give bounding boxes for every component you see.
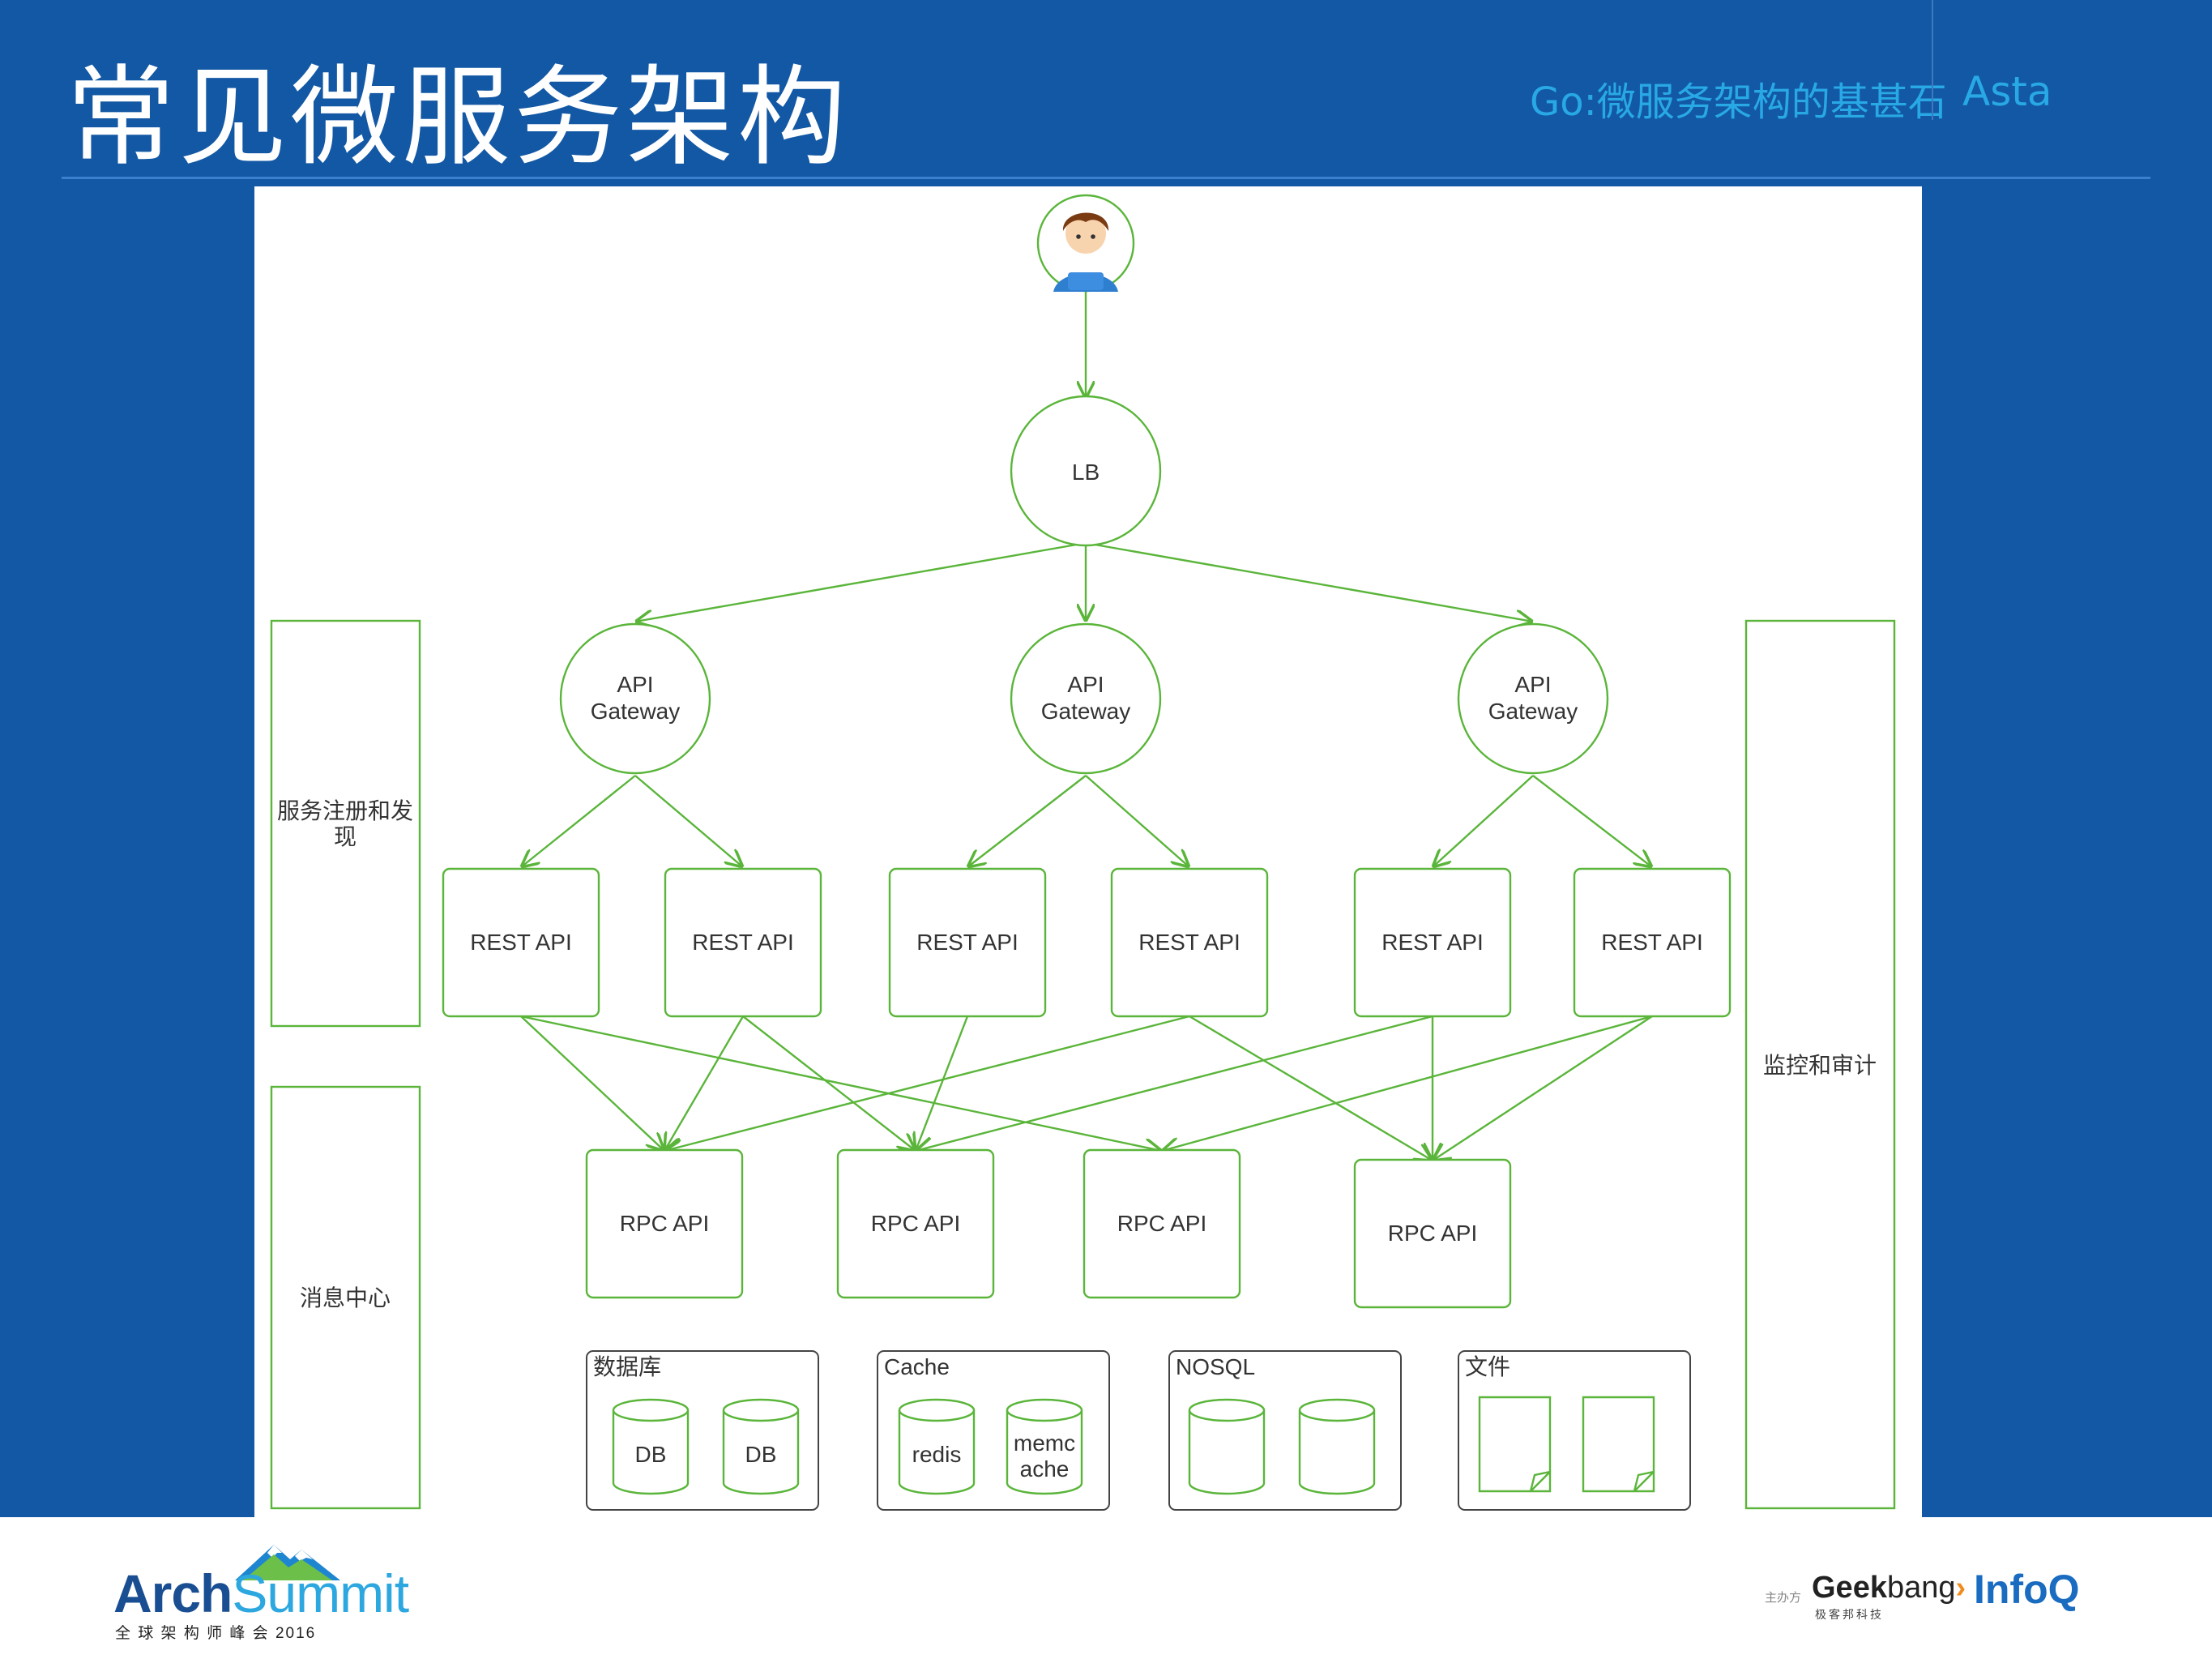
- geekbang-logo: Geekbang› 极客邦科技: [1812, 1571, 1974, 1621]
- rpc-api-label: RPC API: [1388, 1221, 1477, 1246]
- db-label: DB: [635, 1442, 667, 1467]
- organizer-label: 主办方: [1765, 1591, 1802, 1605]
- cache-group: Cache redis memc ache: [877, 1350, 1110, 1511]
- slide-title: 常见微服务架构: [66, 54, 850, 181]
- monitoring-box: 监控和审计: [1744, 619, 1896, 1510]
- geekbang-subtitle: 极客邦科技: [1815, 1608, 1884, 1621]
- geekbang-logo-part2: bang: [1886, 1571, 1956, 1605]
- rpc-api-label: RPC API: [620, 1211, 709, 1236]
- memcache-cylinder-icon: memc ache: [1006, 1398, 1083, 1495]
- database-group: 数据库 DB DB: [586, 1350, 819, 1511]
- talk-topic: Go:微服务架构的基甚石: [1530, 79, 1947, 125]
- memcache-label-line2: ache: [1020, 1456, 1070, 1482]
- service-registry-label-line1: 服务注册和发: [277, 798, 413, 823]
- rpc-api-node: RPC API: [585, 1148, 744, 1299]
- rest-api-node: REST API: [442, 867, 600, 1018]
- rest-api-label: REST API: [916, 930, 1018, 955]
- db-label: DB: [745, 1442, 777, 1467]
- cache-title: Cache: [884, 1354, 950, 1379]
- file-icon: [1478, 1396, 1552, 1493]
- archsummit-logo: ArchSummit 全 球 架 构 师 峰 会 2016: [113, 1540, 409, 1642]
- rest-api-label: REST API: [692, 930, 794, 955]
- files-group: 文件: [1458, 1350, 1691, 1511]
- rest-api-node: REST API: [664, 867, 822, 1018]
- nosql-cylinder-icon: [1298, 1398, 1376, 1495]
- user-avatar-icon: [1036, 194, 1135, 293]
- mountain-logo-icon: [235, 1545, 340, 1580]
- gateway-label-line2: Gateway: [591, 699, 681, 724]
- api-gateway-node: API Gateway: [1010, 622, 1162, 775]
- gateway-label-line1: API: [1514, 672, 1551, 697]
- files-title: 文件: [1465, 1354, 1510, 1379]
- geekbang-arrow-icon: ›: [1955, 1571, 1966, 1605]
- rest-api-node: REST API: [888, 867, 1047, 1018]
- archsummit-logo-part1: Arch: [113, 1563, 233, 1623]
- rest-api-label: REST API: [470, 930, 572, 955]
- service-registry-box: 服务注册和发 现: [270, 619, 421, 1028]
- rest-api-label: REST API: [1381, 930, 1484, 955]
- file-icon: [1582, 1396, 1655, 1493]
- nosql-title: NOSQL: [1176, 1354, 1255, 1379]
- archsummit-logo-part2: Summit: [232, 1563, 409, 1623]
- redis-label: redis: [912, 1442, 962, 1467]
- connector-lines: [521, 292, 1652, 1161]
- rest-api-label: REST API: [1601, 930, 1703, 955]
- api-gateway-node: API Gateway: [1457, 622, 1609, 775]
- rpc-api-node: RPC API: [836, 1148, 995, 1299]
- database-title: 数据库: [593, 1354, 661, 1379]
- service-registry-label-line2: 现: [334, 824, 357, 849]
- memcache-label-line1: memc: [1014, 1430, 1075, 1456]
- nosql-cylinder-icon: [1188, 1398, 1266, 1495]
- nosql-group: NOSQL: [1168, 1350, 1402, 1511]
- rest-api-node: REST API: [1353, 867, 1512, 1018]
- lb-label: LB: [1072, 460, 1100, 485]
- gateway-label-line2: Gateway: [1041, 699, 1131, 724]
- infoq-logo: InfoQ: [1974, 1567, 2080, 1612]
- rpc-api-node: RPC API: [1353, 1158, 1512, 1309]
- rest-api-node: REST API: [1110, 867, 1269, 1018]
- architecture-diagram: LB API Gateway API Gateway API Gateway R…: [270, 194, 1896, 1511]
- title-rule: [62, 177, 2150, 179]
- rpc-api-label: RPC API: [871, 1211, 960, 1236]
- header-divider: [1932, 0, 1933, 120]
- message-center-label: 消息中心: [300, 1285, 391, 1311]
- rpc-api-node: RPC API: [1083, 1148, 1241, 1299]
- geekbang-logo-part1: Geek: [1812, 1571, 1887, 1605]
- gateway-label-line1: API: [1067, 672, 1104, 697]
- gateway-label-line1: API: [617, 672, 653, 697]
- author-name: Asta: [1962, 68, 2052, 115]
- rest-api-label: REST API: [1138, 930, 1241, 955]
- load-balancer-node: LB: [1010, 395, 1162, 547]
- message-center-box: 消息中心: [270, 1085, 421, 1510]
- rest-api-node: REST API: [1573, 867, 1732, 1018]
- redis-cylinder-icon: redis: [898, 1398, 976, 1495]
- diagram-panel: LB API Gateway API Gateway API Gateway R…: [254, 186, 1922, 1517]
- gateway-label-line2: Gateway: [1488, 699, 1578, 724]
- monitoring-label: 监控和审计: [1763, 1053, 1877, 1078]
- db-cylinder-icon: DB: [612, 1398, 690, 1495]
- api-gateway-node: API Gateway: [559, 622, 711, 775]
- db-cylinder-icon: DB: [722, 1398, 800, 1495]
- archsummit-subtitle: 全 球 架 构 师 峰 会 2016: [115, 1625, 317, 1642]
- rpc-api-label: RPC API: [1117, 1211, 1206, 1236]
